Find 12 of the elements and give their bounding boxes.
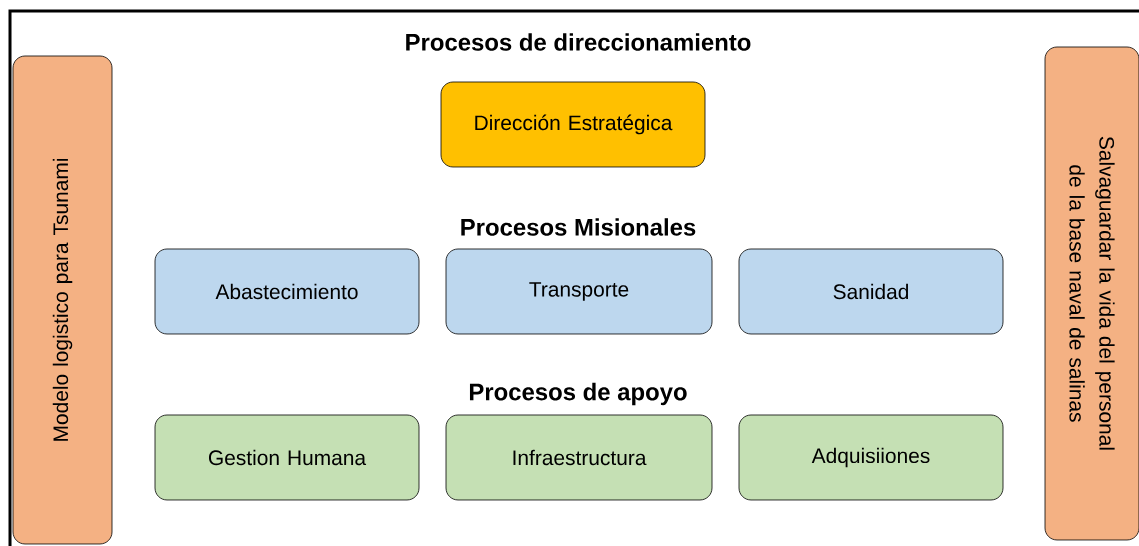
process-band: Modelo logistico para Tsunami	[12, 55, 113, 545]
process-box: Gestion Humana	[154, 414, 420, 501]
section-heading: Procesos de direccionamiento	[406, 33, 751, 51]
section-heading: Procesos de apoyo	[469, 382, 687, 406]
process-box: Dirección Estratégica	[440, 81, 706, 168]
process-box: Adquisiiones	[738, 414, 1004, 501]
process-box: Transporte	[445, 248, 713, 335]
section-heading: Procesos Misionales	[461, 218, 696, 236]
process-box: Abastecimiento	[154, 248, 420, 335]
process-band: Salvaguardar la vida del personal de la base naval de salinas	[1044, 46, 1139, 541]
process-box: Infraestructura	[445, 414, 713, 501]
process-box: Sanidad	[738, 248, 1004, 335]
